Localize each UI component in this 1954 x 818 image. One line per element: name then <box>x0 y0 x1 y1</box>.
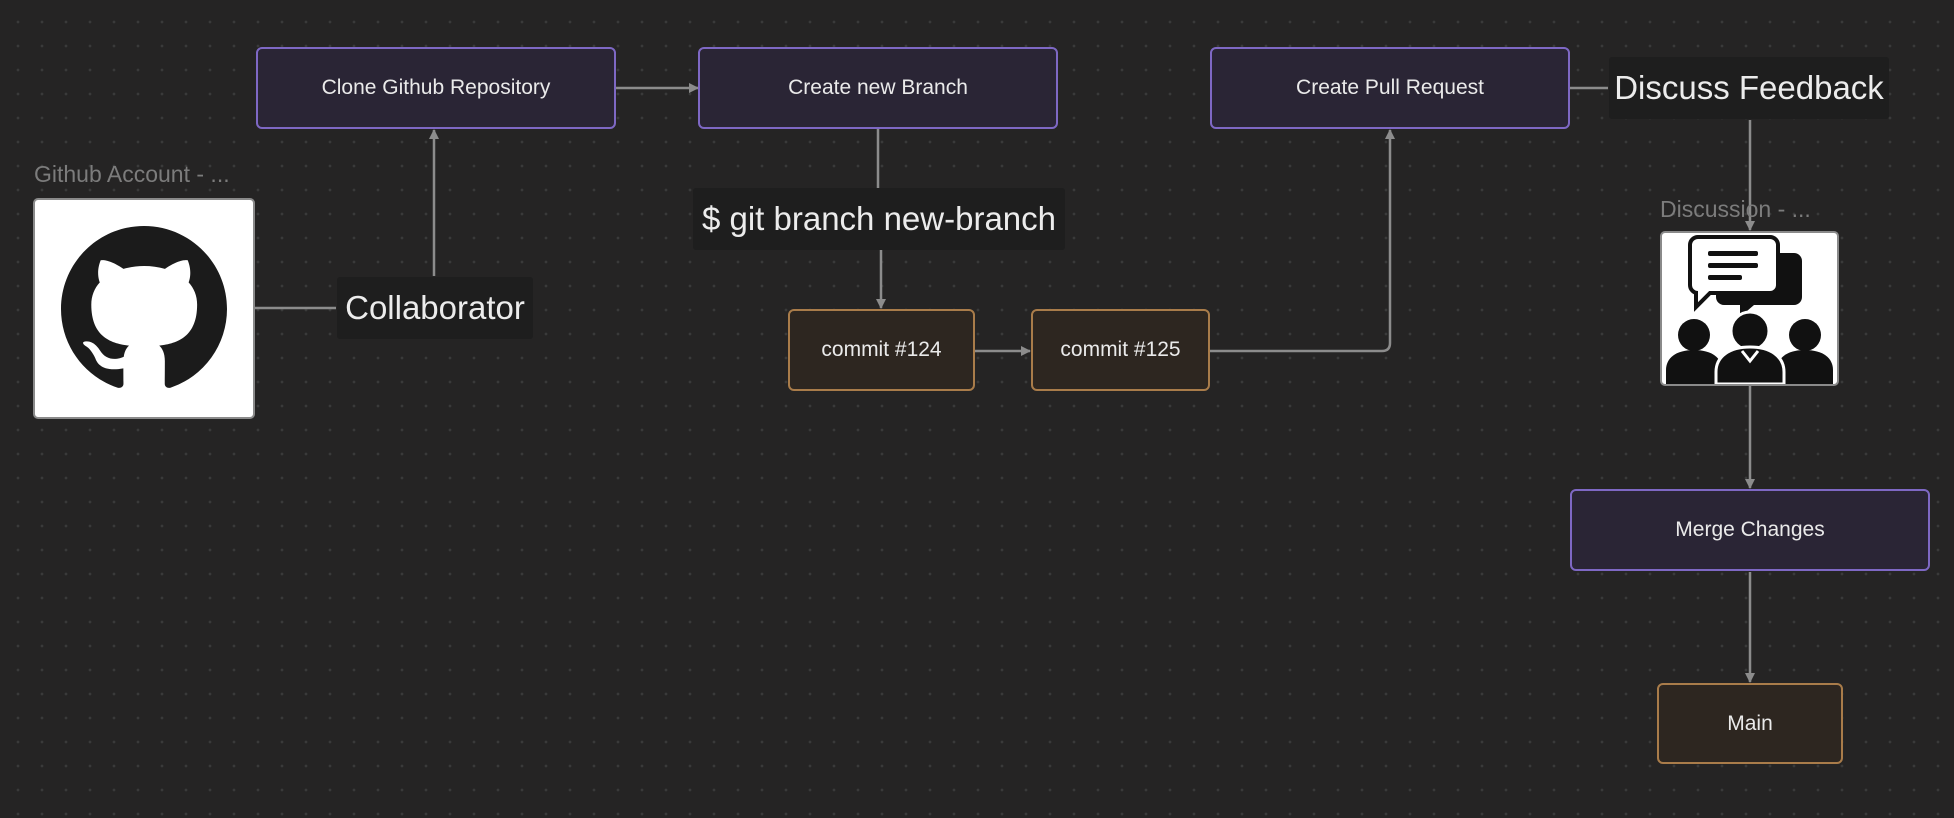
node-commit-125-label: commit #125 <box>1060 338 1181 361</box>
node-branch-label: Create new Branch <box>788 76 968 99</box>
label-git-command[interactable]: $ git branch new-branch <box>693 188 1065 250</box>
group-discussion-icon <box>1666 235 1833 384</box>
discussion-card[interactable] <box>1660 231 1839 386</box>
node-pull-request-label: Create Pull Request <box>1296 76 1484 99</box>
discussion-card-caption: Discussion - ... <box>1660 196 1811 222</box>
node-clone-repository[interactable]: Clone Github Repository <box>256 47 616 129</box>
label-collaborator[interactable]: Collaborator <box>337 277 533 339</box>
node-merge-label: Merge Changes <box>1675 518 1825 541</box>
label-discuss-feedback[interactable]: Discuss Feedback <box>1609 57 1889 119</box>
label-discuss-feedback-text: Discuss Feedback <box>1614 69 1884 106</box>
github-card-caption: Github Account - ... <box>34 161 230 187</box>
edge-commit125-pullrequest <box>1209 129 1395 353</box>
label-collaborator-text: Collaborator <box>345 289 525 326</box>
node-main-label: Main <box>1727 711 1773 735</box>
github-logo-icon <box>61 225 227 388</box>
node-commit-125[interactable]: commit #125 <box>1031 309 1210 391</box>
node-commit-124-label: commit #124 <box>821 338 942 361</box>
node-merge-changes[interactable]: Merge Changes <box>1570 489 1930 571</box>
label-git-command-text: $ git branch new-branch <box>701 200 1057 237</box>
node-create-branch[interactable]: Create new Branch <box>698 47 1058 129</box>
node-clone-label: Clone Github Repository <box>321 76 551 99</box>
node-main[interactable]: Main <box>1657 683 1843 764</box>
github-account-card[interactable] <box>33 198 255 419</box>
node-commit-124[interactable]: commit #124 <box>788 309 975 391</box>
node-create-pull-request[interactable]: Create Pull Request <box>1210 47 1570 129</box>
